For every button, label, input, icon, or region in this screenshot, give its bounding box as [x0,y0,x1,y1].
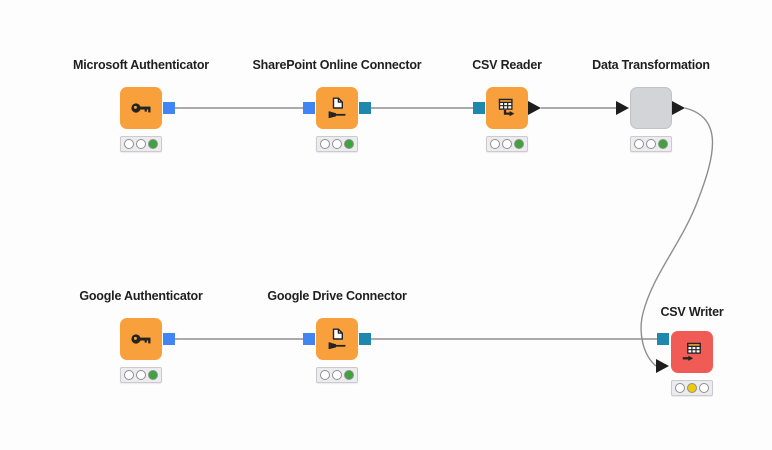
node-body[interactable] [120,318,162,360]
lamp-red [490,139,500,149]
output-port-filesystem[interactable] [359,102,371,114]
node-title: Google Authenticator [79,289,203,303]
node-body[interactable] [486,87,528,129]
lamp-yellow [136,370,146,380]
node-body[interactable] [120,87,162,129]
node-body[interactable] [316,87,358,129]
node-data-transformation[interactable]: Data Transformation [592,58,710,152]
lamp-red [634,139,644,149]
input-port-table[interactable] [656,359,670,373]
file-plug-icon [328,328,346,349]
output-port-table[interactable] [672,101,686,115]
lamp-yellow [136,139,146,149]
lamp-green [699,383,709,393]
lamp-green [344,139,354,149]
traffic-light [316,136,358,152]
node-body[interactable] [316,318,358,360]
output-port-auth[interactable] [163,102,175,114]
lamp-red [320,139,330,149]
input-port-table[interactable] [616,101,630,115]
node-google-authenticator[interactable]: Google Authenticator [79,289,203,383]
lamp-green [658,139,668,149]
edge-datatransformation-to-csvwriter[interactable] [640,107,714,367]
traffic-light [486,136,528,152]
node-csv-writer[interactable]: CSV Writer [656,305,724,396]
lamp-yellow [332,139,342,149]
lamp-red [320,370,330,380]
file-plug-icon [328,97,346,118]
node-title: CSV Writer [660,305,724,319]
key-icon [131,103,151,113]
output-port-table[interactable] [528,101,542,115]
node-title: Data Transformation [592,58,710,72]
node-title: Google Drive Connector [267,289,407,303]
node-title: Microsoft Authenticator [73,58,209,72]
lamp-red [675,383,685,393]
lamp-green [148,370,158,380]
lamp-yellow [646,139,656,149]
lamp-green [148,139,158,149]
input-port-filesystem[interactable] [657,333,669,345]
lamp-green [344,370,354,380]
node-csv-reader[interactable]: CSV Reader [472,58,542,152]
node-title: SharePoint Online Connector [252,58,422,72]
traffic-light [120,136,162,152]
input-port-credential[interactable] [303,102,315,114]
lamp-yellow [502,139,512,149]
traffic-light [316,367,358,383]
table-export-icon [498,98,515,117]
output-port-filesystem[interactable] [359,333,371,345]
node-body[interactable] [630,87,672,129]
table-import-icon [682,342,701,361]
output-port-auth[interactable] [163,333,175,345]
node-google-drive-connector[interactable]: Google Drive Connector [267,289,407,383]
traffic-light [630,136,672,152]
traffic-light [120,367,162,383]
lamp-green [514,139,524,149]
lamp-red [124,139,134,149]
node-microsoft-authenticator[interactable]: Microsoft Authenticator [73,58,209,152]
lamp-red [124,370,134,380]
node-sharepoint-online-connector[interactable]: SharePoint Online Connector [253,58,422,152]
input-port-filesystem[interactable] [473,102,485,114]
input-port-credential[interactable] [303,333,315,345]
node-body[interactable] [671,331,713,373]
lamp-yellow [687,383,697,393]
key-icon [131,334,151,344]
lamp-yellow [332,370,342,380]
node-title: CSV Reader [472,58,542,72]
traffic-light [671,380,713,396]
